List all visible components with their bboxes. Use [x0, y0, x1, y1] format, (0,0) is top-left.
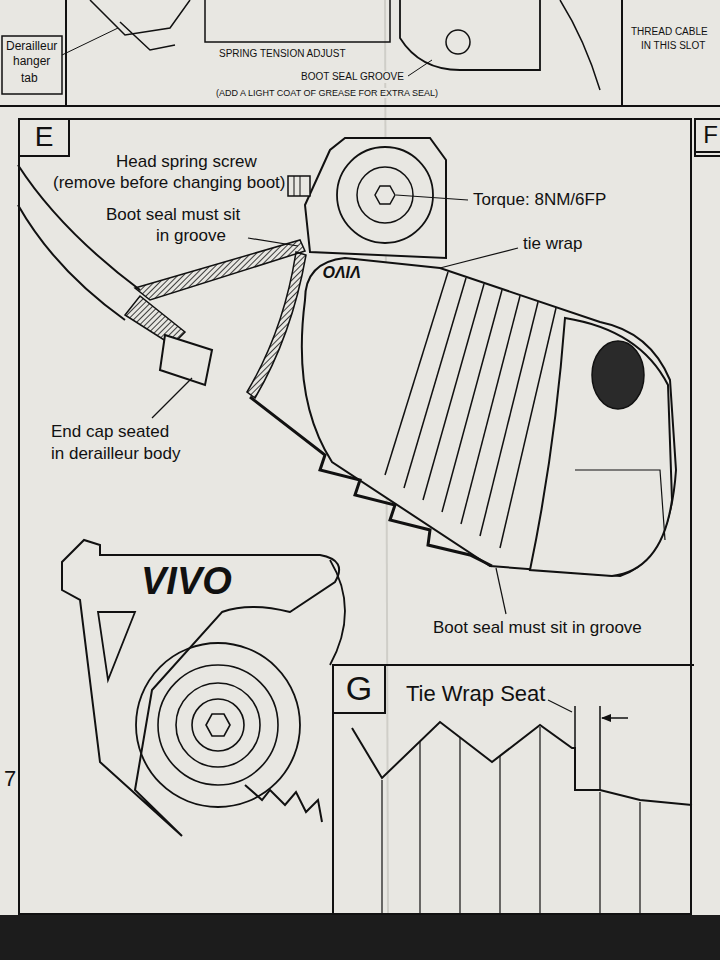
boot-profile — [352, 722, 692, 805]
panel: G Tie Wrap Seat — [332, 664, 694, 915]
end-cap — [160, 335, 212, 385]
pulley-ring — [158, 665, 278, 785]
head-block — [305, 138, 446, 258]
boot — [302, 258, 676, 576]
callout-text: Boot seal must sit — [105, 205, 241, 225]
profile-rib — [639, 802, 640, 913]
panel-border — [621, 0, 623, 106]
cage-edge — [330, 560, 345, 665]
callout-text: End cap seated — [50, 422, 170, 442]
hanger-sketch — [90, 0, 190, 35]
part-label: BOOT SEAL GROOVE — [300, 71, 405, 83]
boot-ribs — [385, 272, 556, 548]
pulley-ring — [176, 683, 260, 767]
pulley-ring — [136, 643, 300, 807]
pivot-circle — [337, 147, 433, 243]
callout-text: in derailleur body — [50, 444, 181, 464]
profile-rib — [381, 780, 382, 913]
spring-box — [205, 0, 390, 42]
screw-thread — [294, 176, 295, 196]
boot-rib — [480, 302, 538, 536]
cable-hole — [592, 341, 644, 409]
body-sketch — [400, 0, 540, 70]
page-number: 7 — [3, 766, 17, 791]
profile-ribs — [382, 727, 640, 913]
detail-title: Tie Wrap Seat — [404, 682, 547, 706]
part-label: hanger — [12, 55, 51, 69]
panel-letter: G — [334, 666, 386, 714]
dimension-line — [574, 706, 576, 748]
hanger-sketch — [120, 22, 175, 50]
boot-section — [250, 397, 492, 566]
profile-rib — [539, 727, 540, 913]
note-text: IN THIS SLOT — [640, 40, 706, 52]
leader-line — [62, 28, 118, 55]
leader-line — [440, 248, 518, 268]
part-label: tab — [20, 72, 39, 86]
leader-line — [152, 378, 192, 418]
table-edge — [0, 915, 720, 960]
pulley-teeth — [245, 785, 322, 822]
leader-line — [248, 238, 298, 246]
profile-rib — [419, 742, 420, 913]
callout-text: in groove — [155, 226, 227, 246]
brand-logo: VIVO — [140, 560, 233, 604]
torque-spec: Torque: 8NM/6FP — [472, 190, 607, 210]
bolt-sketch — [446, 30, 470, 54]
body-section — [135, 240, 305, 300]
part-label: Head spring screw — [115, 152, 258, 172]
note-text: (remove before changing boot) — [52, 173, 286, 193]
boot-edge — [575, 470, 665, 540]
dimension-line — [599, 706, 601, 790]
pivot-bolt — [375, 186, 395, 204]
screw-thread — [300, 176, 301, 196]
head-spring-screw — [288, 176, 310, 196]
note-text: THREAD CABLE — [630, 26, 709, 38]
panel-letter: E — [20, 120, 70, 157]
profile-rib — [499, 756, 500, 913]
pulley-ring — [192, 699, 244, 751]
brand-logo: VIVO — [322, 262, 362, 280]
derailleur-cage — [62, 540, 339, 836]
cage-cutout — [98, 612, 135, 680]
cable-sketch — [560, 0, 600, 90]
part-label: tie wrap — [522, 234, 584, 254]
leader-line — [496, 568, 506, 614]
note-text: (ADD A LIGHT COAT OF GREASE FOR EXTRA SE… — [215, 88, 439, 98]
leader-line — [396, 195, 468, 200]
profile-rib — [459, 738, 460, 913]
body-section — [247, 252, 306, 398]
leader-line — [408, 60, 432, 76]
panel-letter: F — [696, 120, 720, 153]
callout-text: Boot seal must sit in groove — [432, 618, 643, 638]
label-box — [2, 36, 62, 94]
part-label: SPRING TENSION ADJUST — [218, 48, 347, 60]
dimension-arrow — [602, 717, 628, 719]
panel-border — [0, 105, 720, 107]
pulley-bolt — [206, 714, 230, 736]
profile-rib — [599, 792, 600, 913]
part-label: Derailleur — [5, 40, 58, 54]
leader-line — [548, 700, 572, 712]
panel-tab: F — [694, 118, 720, 157]
panel: G Tie Wrap Seat E — [18, 118, 692, 915]
boot-end — [530, 318, 672, 576]
